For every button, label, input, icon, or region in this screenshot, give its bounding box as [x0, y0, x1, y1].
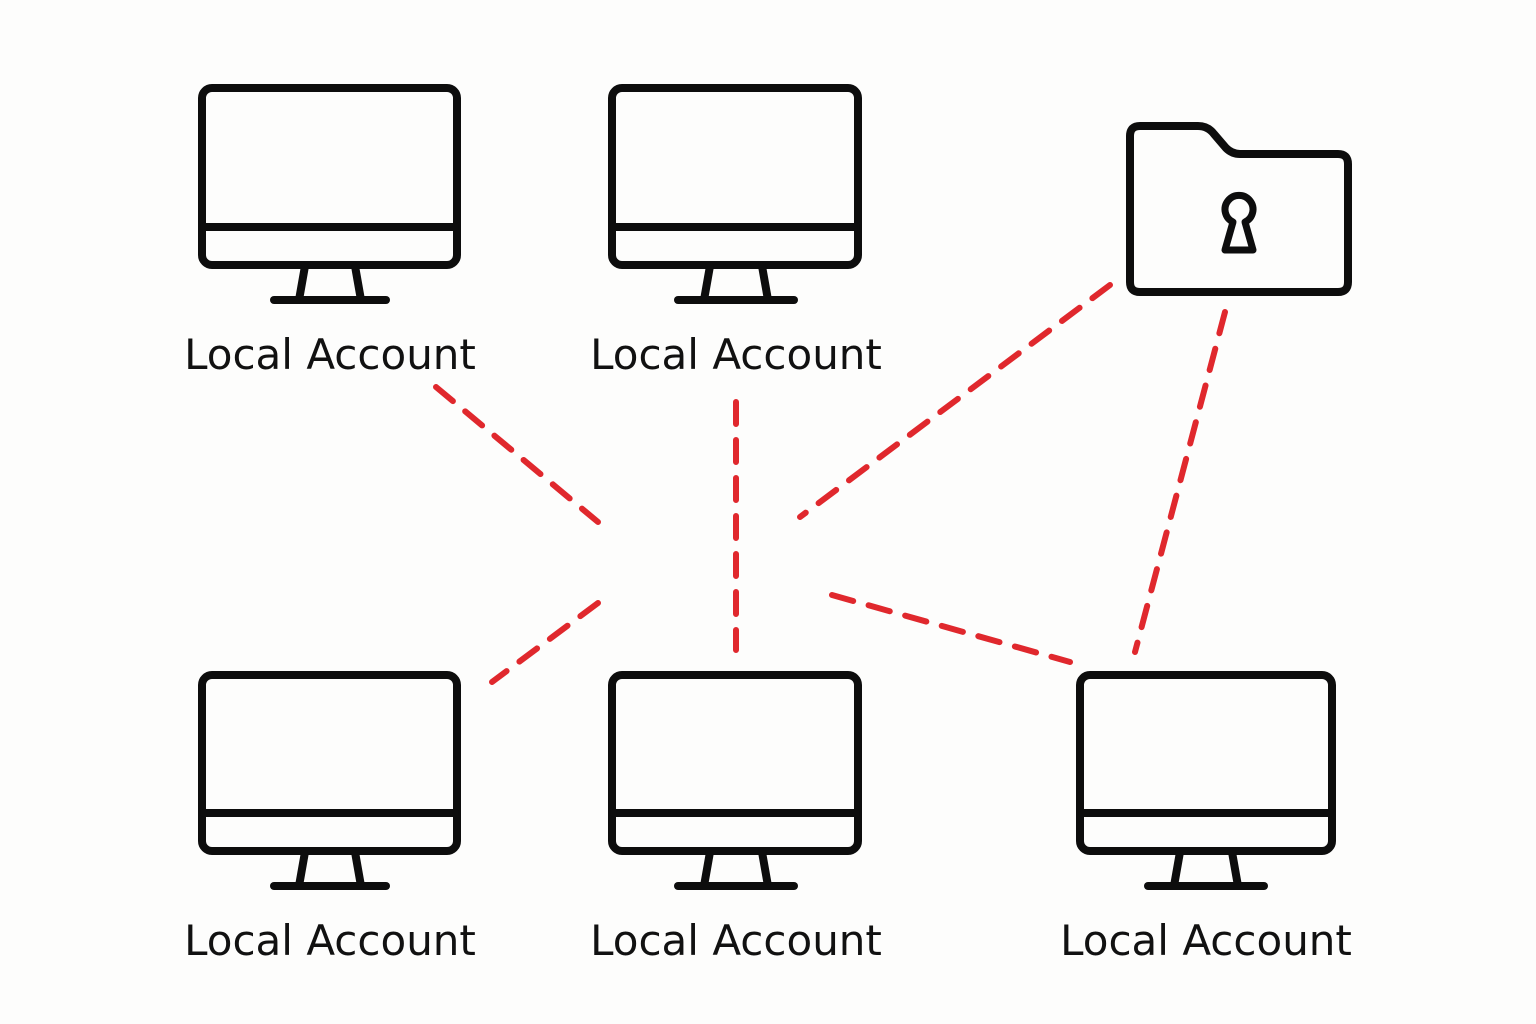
- monitor-icon: [198, 671, 461, 890]
- computer-top-left: Local Account: [184, 84, 476, 379]
- connector-top-left: [433, 384, 601, 525]
- computer-bottom-center: Local Account: [590, 671, 882, 965]
- connector-folder-bottom-right: [1132, 309, 1228, 655]
- computer-label: Local Account: [1060, 916, 1352, 965]
- computer-label: Local Account: [590, 916, 882, 965]
- connector-bottom-left: [489, 600, 601, 685]
- computer-label: Local Account: [590, 330, 882, 379]
- computer-top-center: Local Account: [590, 84, 882, 379]
- computer-bottom-left: Local Account: [184, 671, 476, 965]
- computer-label: Local Account: [184, 330, 476, 379]
- monitor-icon: [1076, 671, 1336, 890]
- locked-folder-icon: [1126, 122, 1352, 296]
- monitor-icon: [608, 84, 862, 304]
- shared-folder: [1126, 122, 1352, 296]
- connector-folder-center: [797, 282, 1113, 520]
- computer-label: Local Account: [184, 916, 476, 965]
- connector-group: [433, 282, 1228, 685]
- keyhole-icon: [1221, 191, 1257, 254]
- connector-bottom-right: [829, 592, 1073, 665]
- monitor-icon: [198, 84, 461, 304]
- monitor-icon: [608, 671, 862, 890]
- computer-bottom-right: Local Account: [1060, 671, 1352, 965]
